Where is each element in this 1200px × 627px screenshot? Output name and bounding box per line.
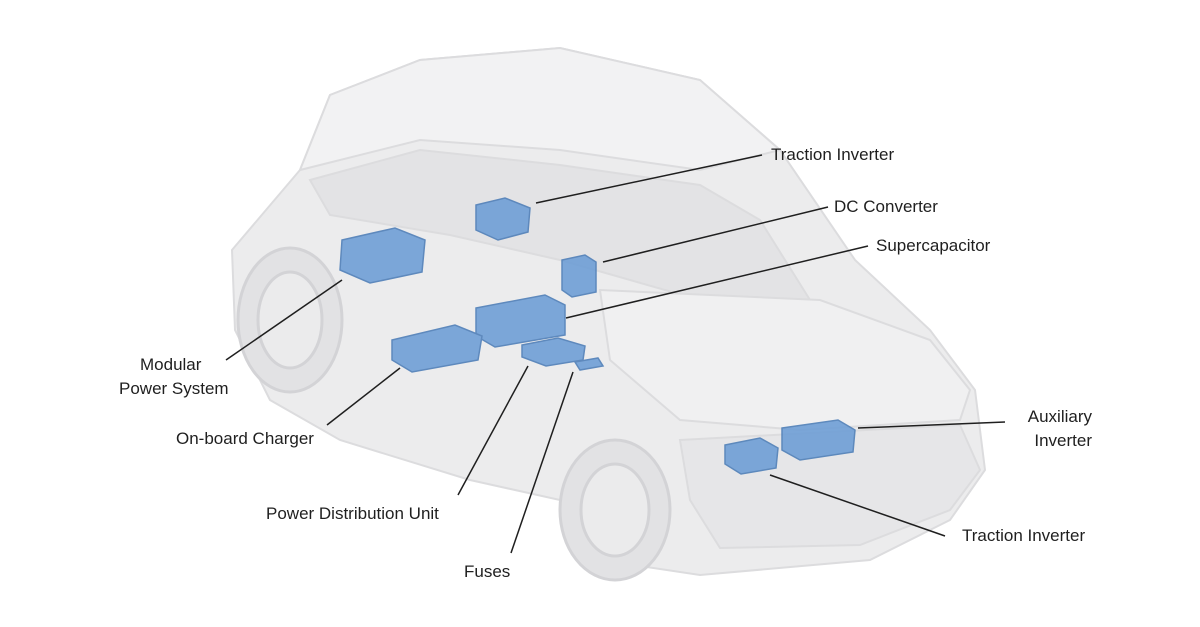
component-fuses xyxy=(573,357,605,371)
component-auxiliary-inverter xyxy=(781,419,856,461)
leader-onboard-charger xyxy=(326,367,401,426)
label-fuses: Fuses xyxy=(464,562,511,581)
label-auxiliary-inverter-line2: Inverter xyxy=(1034,431,1092,450)
leader-traction-inverter-top xyxy=(535,154,763,204)
leader-auxiliary-inverter xyxy=(857,421,1006,429)
leader-power-distribution-unit xyxy=(457,365,529,496)
label-traction-inverter-top: Traction Inverter xyxy=(771,145,895,164)
leader-supercapacitor xyxy=(565,245,869,319)
components xyxy=(339,197,856,475)
label-modular-power-system-line2: Power System xyxy=(119,379,229,398)
leader-traction-inverter-bottom xyxy=(769,474,946,537)
label-modular-power-system-line1: Modular xyxy=(140,355,202,374)
car-body xyxy=(230,46,987,577)
leader-fuses xyxy=(510,371,574,554)
label-power-distribution-unit: Power Distribution Unit xyxy=(266,504,439,523)
wheels xyxy=(236,246,672,582)
component-onboard-charger xyxy=(391,324,483,373)
label-supercapacitor: Supercapacitor xyxy=(876,236,991,255)
label-onboard-charger: On-board Charger xyxy=(176,429,314,448)
component-traction-inverter-top xyxy=(475,197,531,241)
label-auxiliary-inverter-line1: Auxiliary xyxy=(1027,407,1092,426)
component-traction-inverter-bottom xyxy=(724,437,779,475)
label-traction-inverter-bottom: Traction Inverter xyxy=(962,526,1086,545)
leader-modular-power-system xyxy=(225,279,343,361)
label-dc-converter: DC Converter xyxy=(834,197,938,216)
leader-lines xyxy=(225,154,1006,554)
leader-dc-converter xyxy=(602,206,829,263)
component-dc-converter xyxy=(561,254,597,298)
component-modular-power-system xyxy=(339,227,426,284)
